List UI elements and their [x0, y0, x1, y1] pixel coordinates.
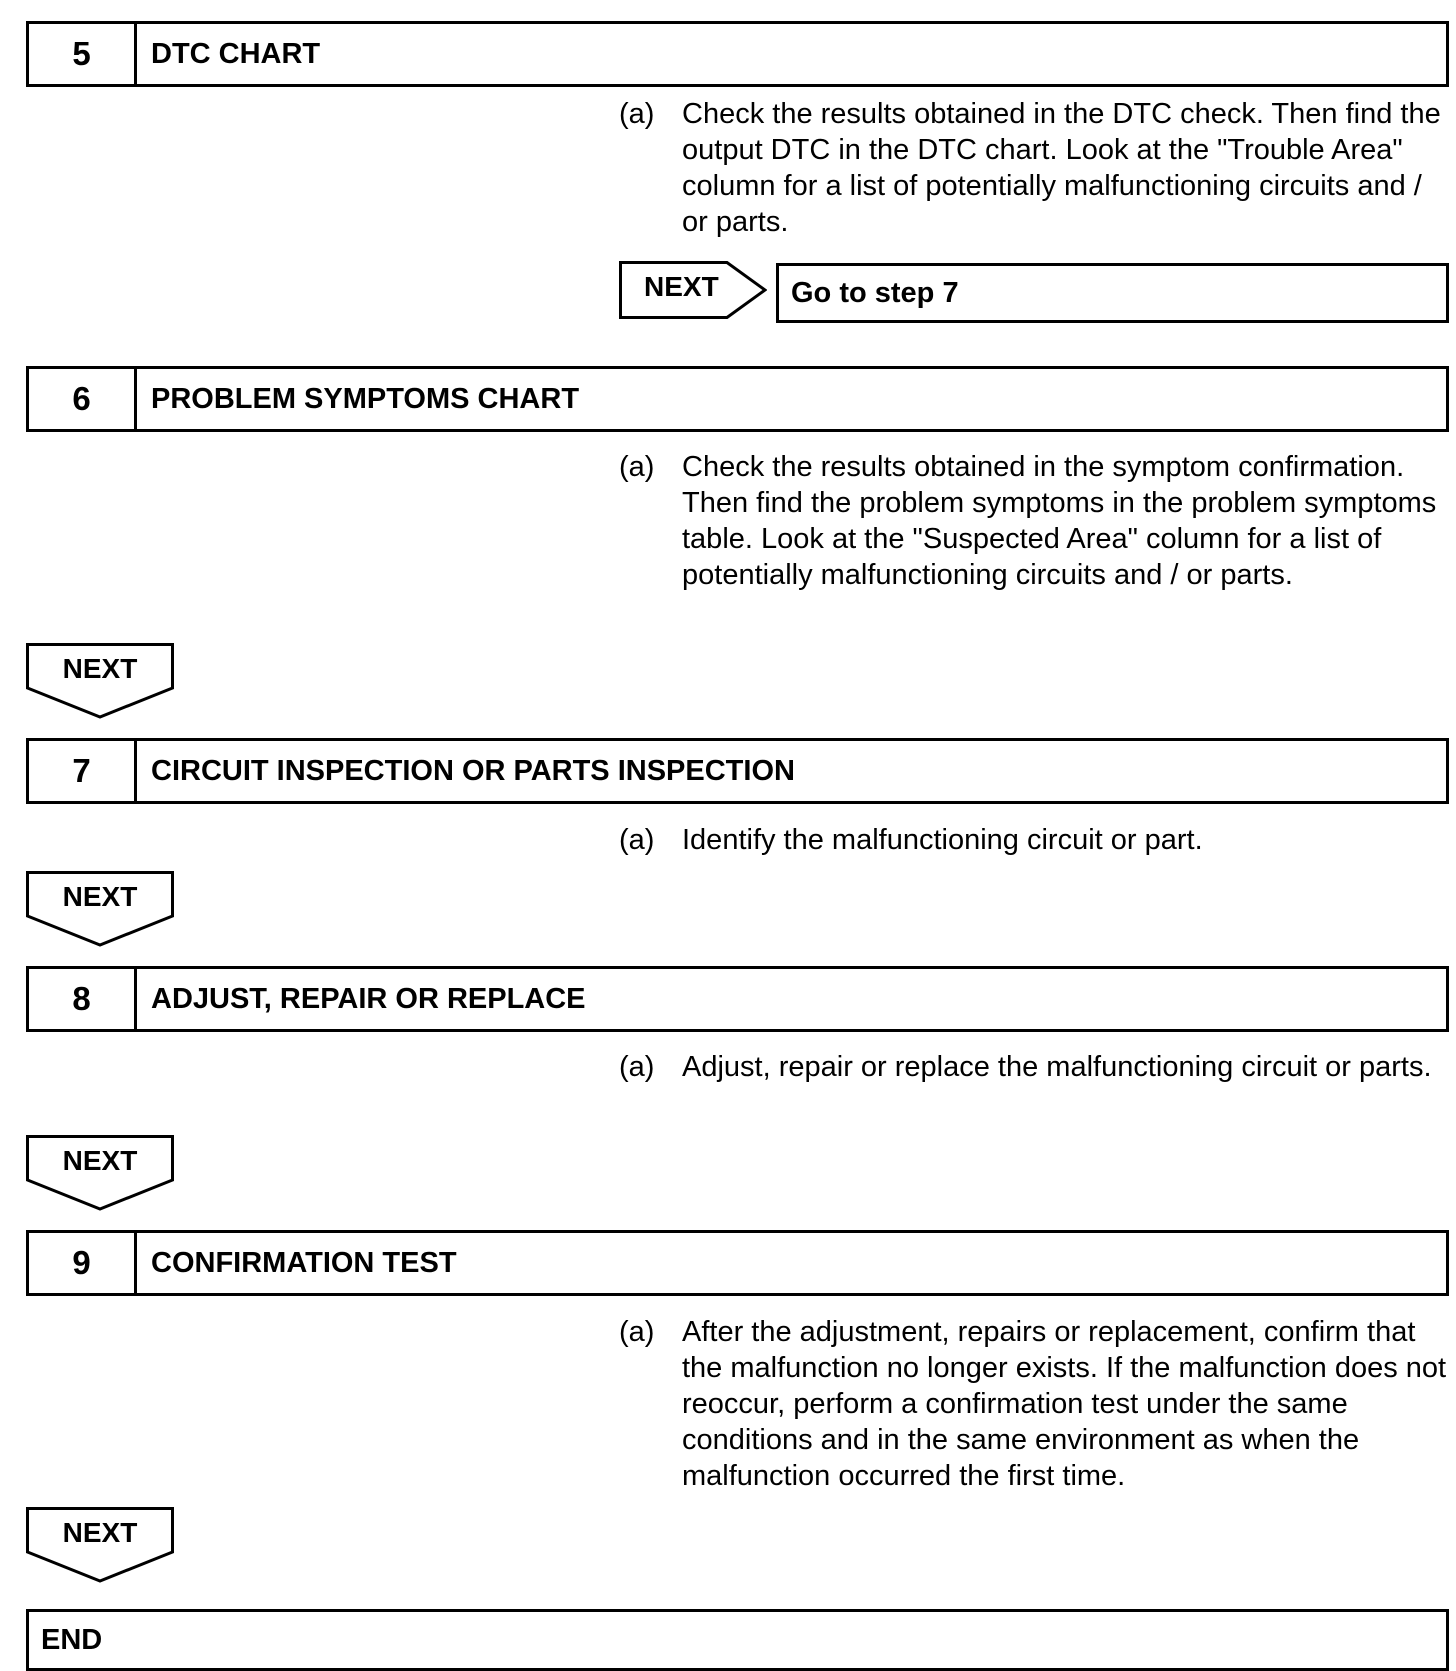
next-arrow-down[interactable]: NEXT: [26, 871, 174, 947]
instruction-text: Check the results obtained in the DTC ch…: [682, 98, 1441, 238]
step-number: 7: [29, 741, 137, 801]
arrow-down-icon: [26, 1135, 174, 1211]
step-6-header: 6 PROBLEM SYMPTOMS CHART: [26, 366, 1449, 432]
next-label: NEXT: [62, 653, 138, 684]
step-title: CIRCUIT INSPECTION OR PARTS INSPECTION: [151, 754, 795, 787]
arrow-right-icon: [619, 261, 767, 319]
step-number: 9: [29, 1233, 137, 1293]
instruction-label: (a): [619, 824, 655, 856]
instruction-label: (a): [619, 98, 655, 130]
step-7-header: 7 CIRCUIT INSPECTION OR PARTS INSPECTION: [26, 738, 1449, 804]
next-label: NEXT: [62, 881, 138, 912]
instruction-label: (a): [619, 1316, 655, 1348]
next-arrow-right[interactable]: NEXT: [619, 261, 767, 319]
step-8-instruction: (a) Adjust, repair or replace the malfun…: [619, 1049, 1449, 1085]
instruction-label: (a): [619, 451, 655, 483]
step-number: 8: [29, 969, 137, 1029]
instruction-label: (a): [619, 1051, 655, 1083]
step-title: PROBLEM SYMPTOMS CHART: [151, 382, 580, 415]
instruction-text: Adjust, repair or replace the malfunctio…: [682, 1051, 1432, 1083]
next-label: NEXT: [62, 1145, 138, 1176]
step-title: ADJUST, REPAIR OR REPLACE: [151, 982, 586, 1015]
step-5-header: 5 DTC CHART: [26, 21, 1449, 87]
step-number: 6: [29, 369, 137, 429]
goto-step-7[interactable]: Go to step 7: [776, 263, 1449, 323]
next-label: NEXT: [62, 1517, 138, 1548]
step-6-instruction: (a) Check the results obtained in the sy…: [619, 449, 1449, 593]
step-9-instruction: (a) After the adjustment, repairs or rep…: [619, 1314, 1449, 1494]
next-arrow-down[interactable]: NEXT: [26, 1135, 174, 1211]
step-title: DTC CHART: [151, 37, 321, 70]
step-8-header: 8 ADJUST, REPAIR OR REPLACE: [26, 966, 1449, 1032]
next-label: NEXT: [644, 271, 719, 302]
arrow-down-icon: [26, 871, 174, 947]
instruction-text: After the adjustment, repairs or replace…: [682, 1316, 1447, 1492]
step-title: CONFIRMATION TEST: [151, 1246, 457, 1279]
step-9-header: 9 CONFIRMATION TEST: [26, 1230, 1449, 1296]
instruction-text: Check the results obtained in the sympto…: [682, 451, 1437, 591]
next-arrow-down[interactable]: NEXT: [26, 643, 174, 719]
step-number: 5: [29, 24, 137, 84]
step-7-instruction: (a) Identify the malfunctioning circuit …: [619, 822, 1449, 858]
arrow-down-icon: [26, 643, 174, 719]
step-5-instruction: (a) Check the results obtained in the DT…: [619, 96, 1449, 240]
end-box: END: [26, 1609, 1449, 1671]
instruction-text: Identify the malfunctioning circuit or p…: [682, 824, 1203, 856]
next-arrow-down[interactable]: NEXT: [26, 1507, 174, 1583]
arrow-down-icon: [26, 1507, 174, 1583]
